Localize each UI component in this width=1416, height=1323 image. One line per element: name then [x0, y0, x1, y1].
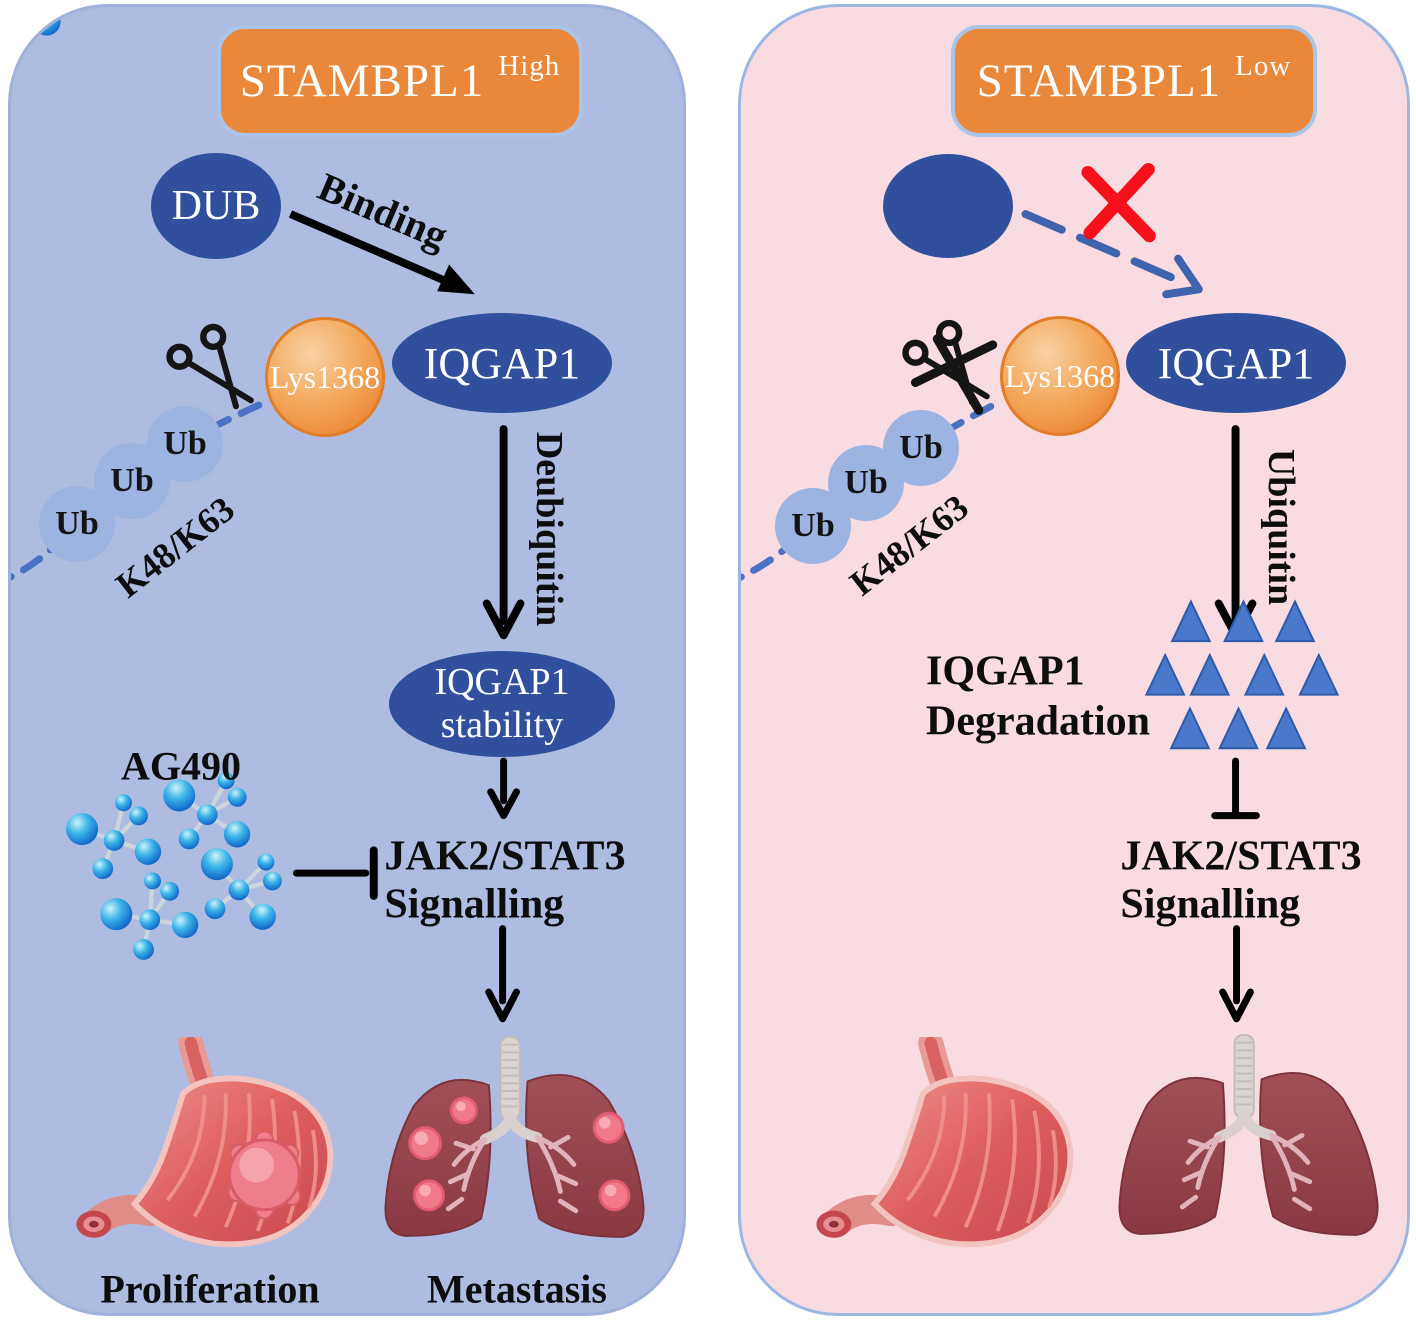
header-level: Low — [1235, 49, 1292, 82]
metastasis-label: Metastasis — [427, 1266, 607, 1312]
deubiquitin-arrow — [482, 425, 525, 640]
jak-to-organ-arrow — [485, 925, 520, 1023]
scissors-icon — [166, 323, 254, 410]
panel-stambpl1-low: STAMBPL1 Low Lys1368 IQGAP1 Ub Ub Ub K48… — [738, 4, 1410, 1316]
header-level: High — [498, 49, 561, 82]
ubiquitin-arrow — [1214, 425, 1257, 640]
stomach-illustration — [816, 1037, 1074, 1248]
iqgap1-stability-node: IQGAP1 stability — [389, 651, 615, 757]
header-title: STAMBPL1 — [239, 55, 485, 107]
jak-stat-label: JAK2/STAT3 Signalling — [384, 833, 626, 928]
ubiquitin-label: Ubiquitin — [1260, 448, 1302, 606]
header-title: STAMBPL1 — [976, 55, 1222, 107]
tumor-icon — [227, 1130, 302, 1220]
ub-circle: Ub — [147, 406, 223, 482]
inhibition-bar-icon — [1211, 757, 1260, 820]
panel-stambpl1-high: STAMBPL1 High DUB Binding Lys1368 IQGAP1… — [8, 4, 686, 1316]
deubiquitin-label: Deubiquitin — [528, 431, 570, 627]
degradation-triangles — [1144, 599, 1340, 750]
stomach-illustration — [76, 1037, 334, 1248]
header-stambpl1-low: STAMBPL1 Low — [951, 25, 1317, 137]
inhibition-bar-icon — [292, 846, 378, 900]
blocked-binding-dashed-arrow — [1021, 210, 1203, 299]
stability-to-jak-arrow — [487, 757, 520, 820]
proliferation-label: Proliferation — [100, 1266, 320, 1312]
ub-circle: Ub — [883, 410, 959, 486]
absent-dub-node — [883, 154, 1013, 258]
iqgap1-degradation-label: IQGAP1 Degradation — [926, 648, 1150, 745]
tumor-icon — [408, 1096, 631, 1212]
jak-stat-label: JAK2/STAT3 Signalling — [1120, 833, 1362, 928]
red-cross-icon — [1081, 162, 1156, 243]
lys1368-node: Lys1368 — [265, 317, 385, 437]
iqgap1-node: IQGAP1 — [1126, 313, 1346, 413]
molecule-cluster-icon — [11, 7, 61, 36]
lungs-illustration — [1118, 1033, 1379, 1236]
header-stambpl1-high: STAMBPL1 High — [217, 25, 583, 137]
binding-arrow — [288, 210, 475, 295]
jak-to-organ-arrow — [1219, 925, 1254, 1023]
dub-node: DUB — [151, 153, 281, 259]
crossed-scissors-icon — [902, 319, 998, 415]
ag490-label: AG490 — [121, 743, 241, 789]
iqgap1-node: IQGAP1 — [392, 313, 612, 413]
lys1368-node: Lys1368 — [1000, 316, 1120, 436]
lungs-illustration — [384, 1035, 645, 1238]
